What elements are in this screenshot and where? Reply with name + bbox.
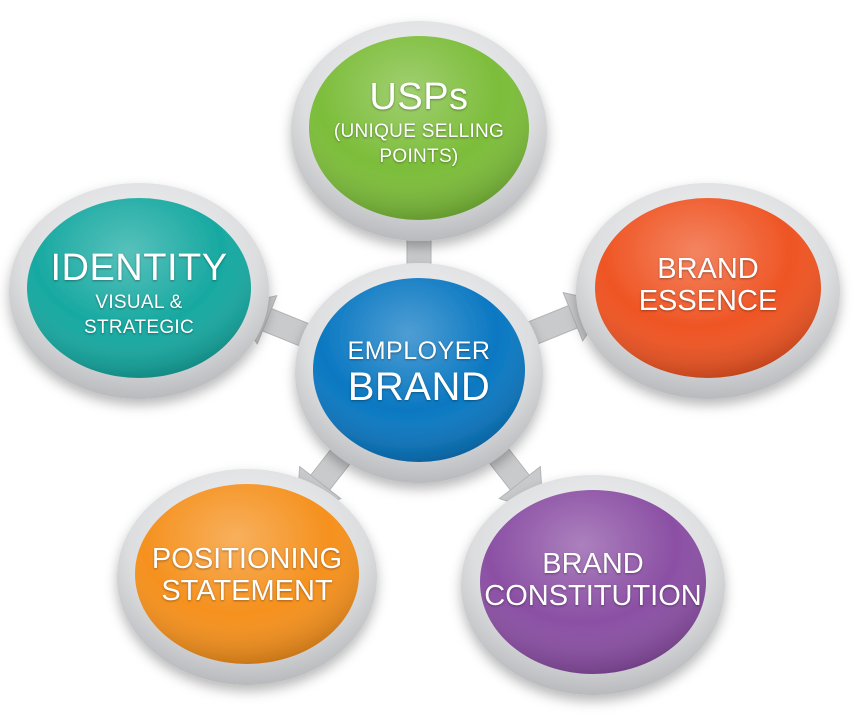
usps-subtitle-line2: POINTS)	[379, 146, 459, 168]
brand-constitution-line1: BRAND	[542, 548, 644, 580]
positioning-statement-line1: POSITIONING	[151, 543, 343, 575]
node-identity	[9, 183, 269, 399]
usps-title: USPs	[369, 76, 469, 118]
center-line1: EMPLOYER	[347, 337, 491, 365]
usps-subtitle-line1: (UNIQUE SELLING	[333, 120, 505, 142]
label-usps: USPs (UNIQUE SELLING POINTS)	[309, 76, 529, 170]
label-center: EMPLOYER BRAND	[319, 337, 519, 410]
center-line2: BRAND	[347, 365, 491, 409]
brand-essence-line2: ESSENCE	[638, 285, 778, 318]
identity-title: IDENTITY	[50, 247, 228, 289]
node-positioning-statement	[117, 469, 377, 685]
label-positioning-statement: POSITIONING STATEMENT	[127, 543, 367, 608]
node-brand-constitution	[461, 475, 725, 695]
brand-constitution-line2: CONSTITUTION	[484, 580, 702, 613]
identity-subtitle-line1: VISUAL &	[95, 291, 183, 313]
brand-essence-line1: BRAND	[657, 253, 759, 285]
positioning-statement-line2: STATEMENT	[161, 575, 333, 608]
node-brand-essence	[576, 183, 840, 399]
identity-subtitle-line2: STRATEGIC	[83, 317, 195, 339]
label-brand-constitution: BRAND CONSTITUTION	[468, 548, 718, 613]
node-center	[295, 263, 543, 483]
label-identity: IDENTITY VISUAL & STRATEGIC	[29, 247, 249, 341]
node-usps	[291, 21, 547, 241]
label-brand-essence: BRAND ESSENCE	[598, 253, 818, 318]
